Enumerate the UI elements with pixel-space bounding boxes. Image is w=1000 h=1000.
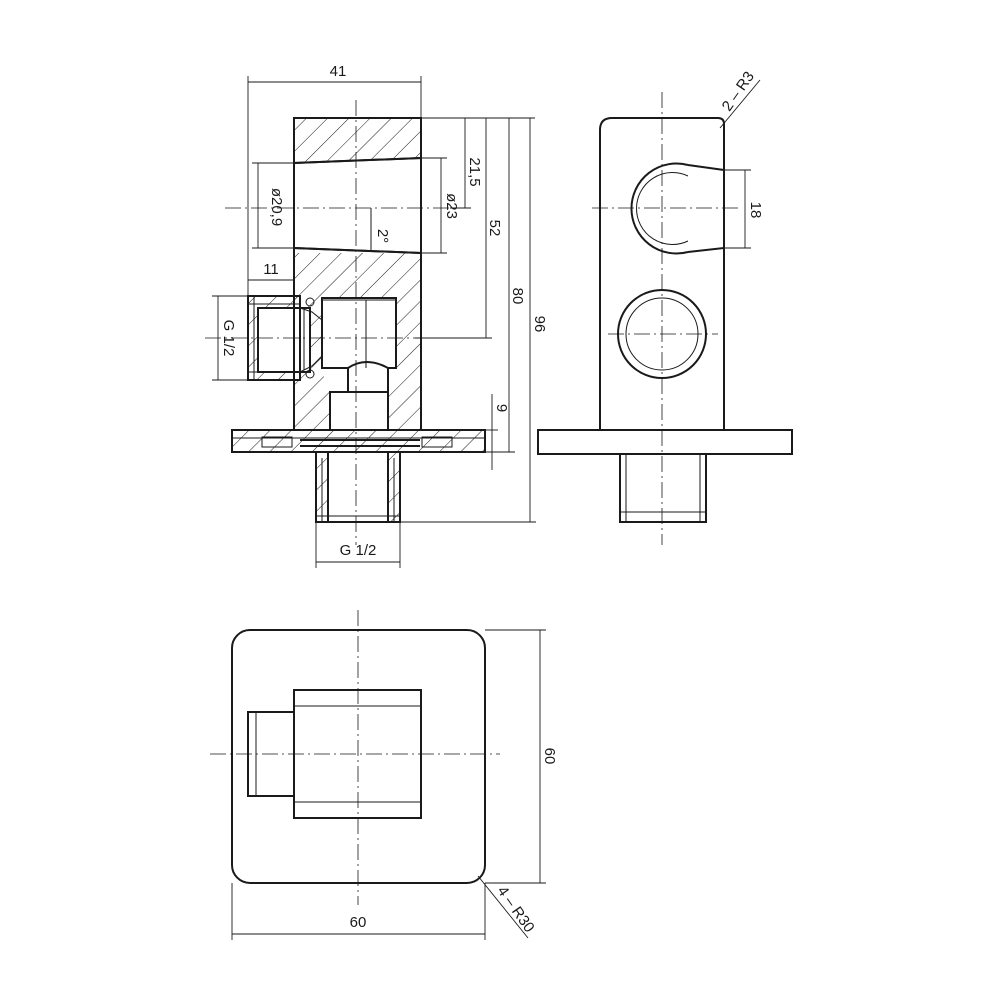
dim-thread-side: G 1/2 <box>220 320 237 357</box>
dim-9: 9 <box>493 404 510 412</box>
dim-11: 11 <box>263 261 279 278</box>
dim-80: 80 <box>509 288 526 305</box>
dim-dia-20-9: ø20,9 <box>268 188 285 226</box>
dim-angle-2: 2° <box>374 229 391 243</box>
dim-dia-23: ø23 <box>443 193 460 219</box>
dim-52: 52 <box>486 220 503 237</box>
dim-thread-bottom: G 1/2 <box>340 542 377 559</box>
section-view: 41 11 ø20,9 ø23 2° G 1/2 21,5 52 80 <box>205 63 548 568</box>
dim-radius-top: 2 – R3 <box>719 68 758 114</box>
dim-96: 96 <box>531 316 548 333</box>
side-view: 18 2 – R3 <box>537 68 793 545</box>
dim-outlet-18: 18 <box>747 202 764 219</box>
dim-radius-corner: 4 – R30 <box>494 883 538 936</box>
dim-41: 41 <box>330 63 347 80</box>
dim-plate-width-60: 60 <box>350 914 367 931</box>
front-view: 60 60 4 – R30 <box>210 610 558 940</box>
dim-21-5: 21,5 <box>466 157 483 186</box>
dim-plate-height-60: 60 <box>541 748 558 765</box>
